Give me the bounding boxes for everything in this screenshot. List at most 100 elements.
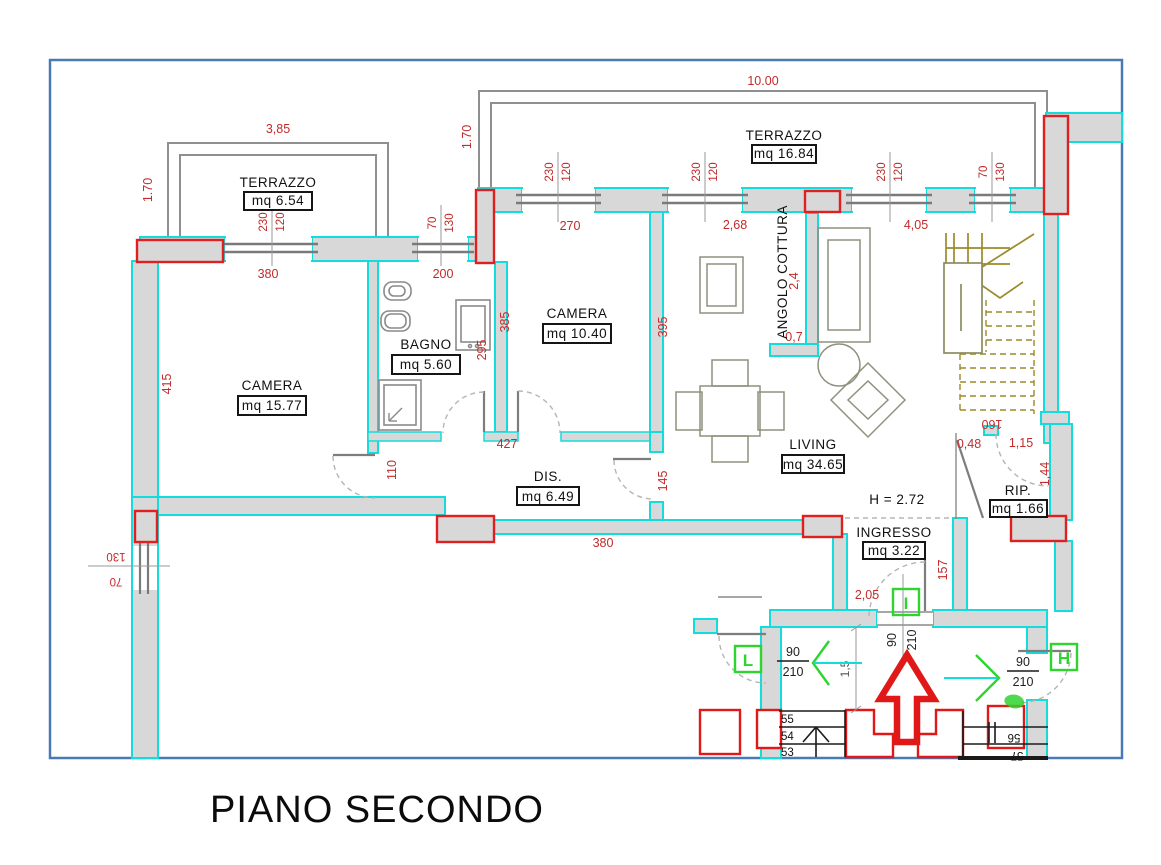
living-door-swing [613, 459, 653, 500]
room-label-bagno: BAGNO [400, 337, 451, 352]
area-dis: mq 6.49 [522, 489, 574, 504]
room-labels: TERRAZZO mq 6.54 TERRAZZO mq 16.84 CAMER… [237, 128, 1048, 560]
door-h-swing [1018, 652, 1072, 704]
room-label-terrazzo1: TERRAZZO [240, 175, 317, 190]
area-bagno: mq 5.60 [400, 357, 452, 372]
swing-chevron-right [975, 654, 1001, 702]
pillars [133, 114, 1070, 759]
ceiling-height-note: H = 2.72 [869, 492, 924, 507]
chair [675, 391, 703, 431]
sloped-partition [955, 439, 985, 519]
dimensions: 3,85 1.70 10.00 1.70 230 120 70 130 230 … [106, 74, 1052, 677]
dim-2-4: 2,4 [787, 272, 801, 289]
area-terrazzo2: mq 16.84 [754, 146, 814, 161]
win-dim: 130 [444, 213, 456, 232]
door-width: 90 [786, 645, 800, 659]
door-height: 210 [1013, 675, 1034, 689]
dim-145: 145 [656, 471, 670, 492]
step-54: 54 [781, 731, 794, 743]
green-mark [1004, 694, 1025, 709]
dim-3-85: 3,85 [266, 122, 290, 136]
terrace-outlines [167, 90, 1048, 237]
swing-chevron-left [811, 640, 830, 686]
room-label-camera1: CAMERA [242, 378, 303, 393]
chair [757, 391, 785, 431]
dim-200: 200 [433, 267, 454, 281]
dim-0-7: 0,7 [785, 330, 802, 344]
win-dim: 120 [275, 212, 287, 231]
win-dim: 70 [427, 217, 439, 230]
area-camera1: mq 15.77 [242, 398, 302, 413]
windows [133, 189, 1016, 594]
dim-415: 415 [160, 374, 174, 395]
dim-1-70-top: 1.70 [460, 125, 474, 149]
window-230x120-left [219, 238, 318, 260]
step-55: 55 [781, 714, 794, 726]
window-70x130-left [412, 238, 474, 260]
dim-1-44: 1,44 [1038, 462, 1052, 486]
area-rip: mq 1.66 [992, 501, 1044, 516]
win-dim: 130 [995, 162, 1007, 181]
area-ingresso: mq 3.22 [868, 543, 920, 558]
dim-10-00: 10.00 [747, 74, 778, 88]
step-56: 56 [1008, 731, 1021, 743]
win-dim: 120 [708, 162, 720, 181]
sofa [817, 227, 871, 343]
dim-2-68: 2,68 [723, 218, 747, 232]
door-width: 90 [1016, 655, 1030, 669]
marker-box-l [733, 644, 763, 674]
win-dim: 230 [258, 212, 270, 231]
win-dim: 120 [893, 162, 905, 181]
entrance-door-swing [868, 561, 926, 619]
dim-270: 270 [560, 219, 581, 233]
bathroom-fixtures [378, 281, 491, 431]
dim-395: 395 [656, 317, 670, 338]
area-living: mq 34.65 [783, 457, 843, 472]
furniture [675, 227, 907, 463]
dim-380-top: 380 [258, 267, 279, 281]
dim-4-05: 4,05 [904, 218, 928, 232]
window-70x130-west [133, 540, 157, 594]
marker-box-i [891, 587, 921, 617]
room-label-terrazzo2: TERRAZZO [746, 128, 823, 143]
dim-380-bottom: 380 [593, 536, 614, 550]
dim-385: 385 [498, 312, 512, 333]
doors [332, 390, 1072, 704]
stair-cabinet [943, 262, 983, 354]
step-53: 53 [781, 747, 794, 759]
room-label-angolo-cottura: ANGOLO COTTURA [775, 205, 790, 339]
sheet-border [48, 58, 1124, 760]
page-title: PIANO SECONDO [210, 789, 544, 831]
walls [131, 112, 1123, 759]
dim-160: 160 [982, 417, 1003, 431]
dining-table [699, 385, 761, 437]
entrance-arrow [874, 648, 940, 746]
win-dim: 70 [110, 575, 123, 587]
win-dim: 130 [106, 550, 125, 562]
armchair [829, 361, 907, 439]
win-dim: 230 [691, 162, 703, 181]
staircase [943, 233, 1035, 519]
chair [711, 359, 749, 387]
area-terrazzo1: mq 6.54 [252, 193, 304, 208]
win-dim: 70 [978, 166, 990, 179]
door-width: 90 [885, 633, 899, 647]
window-230x120-top3 [846, 189, 932, 211]
door-height: 210 [905, 630, 919, 651]
room-label-living: LIVING [789, 437, 836, 452]
round-table [817, 343, 861, 387]
room-label-ingresso: INGRESSO [856, 525, 931, 540]
bagno-door-swing [442, 391, 485, 434]
marker-i: I [904, 594, 909, 613]
camera1-door-swing [332, 455, 376, 499]
door-size-labels: 90 210 90 210 90 210 [783, 630, 1034, 689]
room-label-dis: DIS. [534, 469, 562, 484]
dim-110: 110 [385, 460, 399, 480]
dim-295: 295 [475, 340, 489, 361]
dim-2-05: 2,05 [855, 588, 879, 602]
room-label-rip: RIP. [1005, 483, 1032, 498]
exterior-steps: 55 54 53 56 57 [779, 710, 1048, 761]
cabinet [699, 256, 744, 314]
